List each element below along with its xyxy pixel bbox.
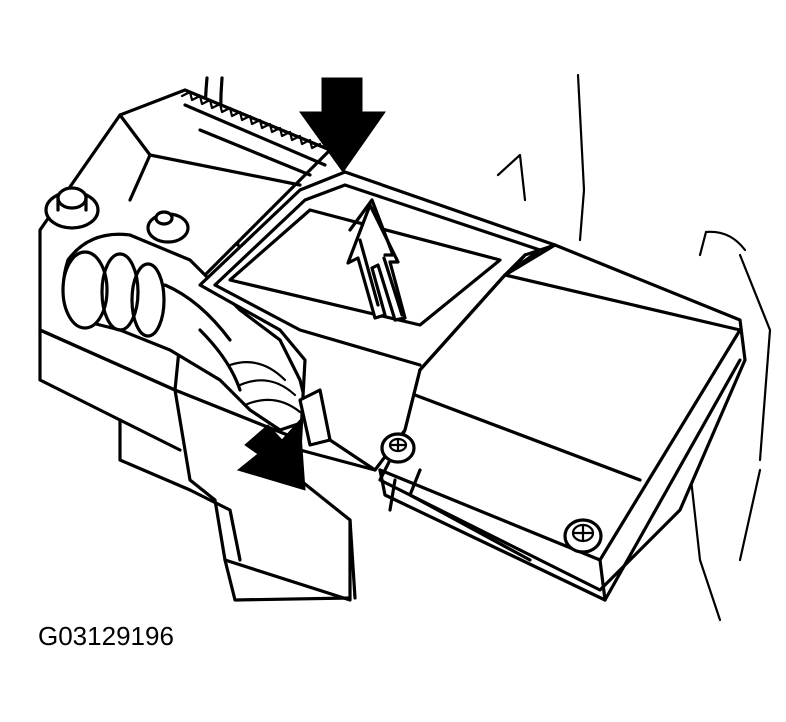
bolt-cover (380, 432, 416, 464)
intake-hose (61, 232, 312, 432)
bolt-top-left (44, 186, 190, 244)
figure-id-label: G03129196 (38, 621, 174, 651)
cover-clip (298, 388, 377, 472)
push-arrow-bottom-icon (236, 418, 306, 491)
bolt-right (563, 518, 603, 554)
push-arrow-top-icon (299, 77, 386, 173)
lift-arrow-icon (346, 198, 407, 322)
background-structure (496, 73, 772, 622)
housing-box-right (378, 243, 747, 602)
